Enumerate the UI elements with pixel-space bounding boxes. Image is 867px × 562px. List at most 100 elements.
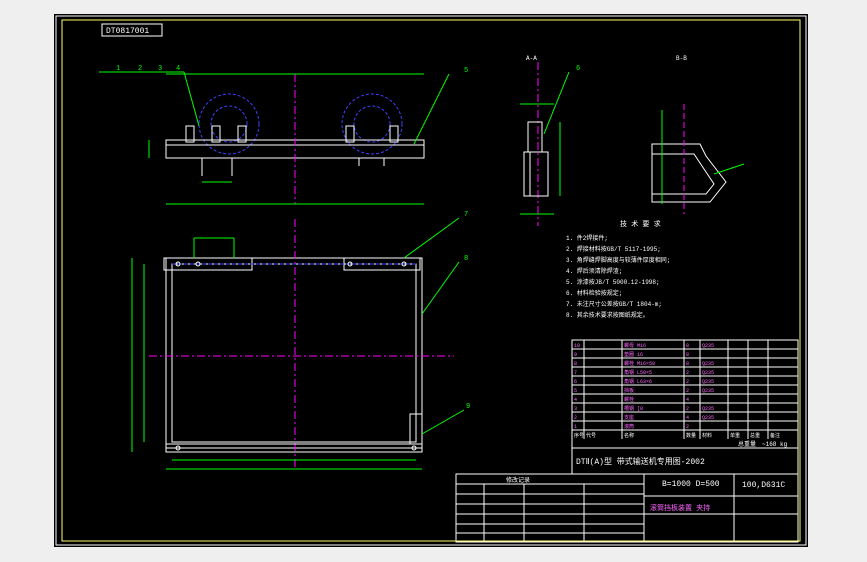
- bom-header-cell: 名称: [624, 432, 634, 439]
- tb-spec: B=1000 D=500: [662, 480, 720, 489]
- bom-cell: 滚筒: [624, 423, 634, 430]
- bom-cell: 4: [686, 415, 689, 421]
- bom-cell: 7: [574, 370, 577, 376]
- bom-cell: 2: [686, 406, 689, 412]
- section-leader: [713, 163, 745, 175]
- bom-cell: 挡板: [624, 387, 634, 394]
- bom-header-cell: 材料: [702, 432, 712, 439]
- tech-note-line: 5. 涂漆按JB/T 5000.12-1998;: [566, 278, 660, 286]
- part-label-8: 8: [464, 255, 468, 263]
- tech-notes-heading: 技 术 要 求: [620, 219, 661, 229]
- bom-cell: 8: [686, 361, 689, 367]
- leader-part-5: [413, 73, 450, 145]
- bom-cell: 4: [686, 397, 689, 403]
- bom-cell: 垫圈 16: [624, 351, 643, 358]
- leader-part-7: [403, 217, 460, 259]
- bom-cell: 2: [574, 415, 577, 421]
- bom-cell: Q235: [702, 388, 714, 394]
- tb-weight-value: ~168 kg: [762, 441, 788, 448]
- drum-inner-left: [210, 105, 248, 143]
- bom-cell: 8: [686, 352, 689, 358]
- tech-note-line: 1. 件2焊接件;: [566, 234, 608, 242]
- tb-weight-label: 总重量: [738, 440, 756, 448]
- support-3: [237, 125, 247, 143]
- bom-cell: Q235: [702, 361, 714, 367]
- section-label-b: B-B: [676, 55, 687, 62]
- bom-cell: 6: [574, 379, 577, 385]
- bom-header-cell: 备注: [770, 432, 780, 439]
- bom-cell: 槽钢 [8: [624, 405, 643, 412]
- front-view: [99, 71, 450, 205]
- bom-cell: Q235: [702, 379, 714, 385]
- bolt-hole-6: [411, 445, 417, 451]
- bom-cell: 螺栓 M16×50: [624, 360, 655, 367]
- bom-cell: Q235: [702, 343, 714, 349]
- part-label-7: 7: [464, 211, 468, 219]
- bom-cell: 10: [574, 343, 580, 349]
- inner-frame: [61, 19, 801, 542]
- frame-outline: [165, 257, 423, 449]
- tech-notes: 技 术 要 求 1. 件2焊接件; 2. 焊接材料按GB/T 5117-1995…: [566, 219, 670, 319]
- frame-inner: [171, 263, 417, 443]
- tech-note-line: 8. 其余技术要求按图纸规定。: [566, 311, 649, 319]
- bolt-hole-2: [195, 261, 201, 267]
- drum-circle-left: [198, 93, 260, 155]
- tb-name: 滚筒挡板装置 夹持: [650, 503, 710, 513]
- bom-cell: 5: [574, 388, 577, 394]
- part-label-5: 5: [464, 67, 468, 75]
- part-label-6: 6: [576, 65, 580, 73]
- tech-note-line: 4. 焊后须清除焊渣;: [566, 267, 622, 275]
- bom-cell: 角钢 L63×6: [624, 378, 652, 385]
- title-block: DTⅡ(A)型 带式输送机专用图-2002 B=1000 D=500 100,D…: [455, 440, 799, 543]
- bom-cell: 9: [574, 352, 577, 358]
- plan-corner-bracket: [409, 413, 423, 445]
- bom-header-cell: 代号: [586, 432, 596, 439]
- bom-cell: 8: [574, 361, 577, 367]
- revision-table: [455, 473, 645, 543]
- drawing-canvas: DT0817001 1 2 3 4 5 6 7 8: [54, 14, 808, 547]
- side-bracket: [527, 121, 543, 153]
- section-label-a: A-A: [526, 55, 537, 62]
- outer-frame: [55, 15, 807, 546]
- bom-cell: 螺母 M16: [624, 342, 646, 349]
- bom-cell: 3: [574, 406, 577, 412]
- tech-note-line: 6. 材料检验按规定;: [566, 289, 622, 297]
- part-label-9: 9: [466, 403, 470, 411]
- bom-header-cell: 单重: [730, 432, 740, 439]
- bom-cell: Q235: [702, 406, 714, 412]
- bolt-hole-4: [401, 261, 407, 267]
- plan-bottom-beam: [165, 443, 423, 453]
- cad-drawing: DT0817001 1 2 3 4 5 6 7 8: [55, 15, 807, 546]
- section-inner-profile: [652, 153, 715, 195]
- bom-cell: 螺栓: [624, 396, 634, 403]
- title-block-title: DTⅡ(A)型 带式输送机专用图-2002: [576, 456, 705, 467]
- leader-part-6: [543, 71, 570, 135]
- bom-header-cell: 总重: [750, 432, 760, 439]
- tech-note-line: 3. 角焊缝焊脚高度与较薄件厚度相同;: [566, 256, 670, 264]
- bom-cell: 2: [686, 370, 689, 376]
- side-body: [523, 151, 549, 197]
- plan-view: [131, 217, 465, 470]
- side-view: [520, 62, 570, 226]
- bom-cell: 角钢 L50×5: [624, 369, 652, 376]
- bom-cell: 支座: [624, 414, 634, 421]
- bom-cell: 8: [686, 343, 689, 349]
- bolt-hole-1: [175, 261, 181, 267]
- bom-cell: 2: [686, 424, 689, 430]
- bolt-hole-5: [175, 445, 181, 451]
- part-label-3: 3: [158, 65, 162, 73]
- leader-part-8: [421, 261, 460, 315]
- support-2: [211, 125, 221, 143]
- bolt-hole-3: [347, 261, 353, 267]
- part-label-4: 4: [176, 65, 180, 73]
- section-detail: [651, 104, 745, 214]
- part-label-1: 1: [116, 65, 120, 73]
- tech-note-line: 7. 未注尺寸公差按GB/T 1804-m;: [566, 300, 662, 308]
- drum-inner-right: [353, 105, 391, 143]
- support-1: [185, 125, 195, 143]
- bom-cell: 2: [686, 379, 689, 385]
- support-5: [389, 125, 399, 143]
- bom-cell: Q235: [702, 415, 714, 421]
- bom-cell: Q235: [702, 370, 714, 376]
